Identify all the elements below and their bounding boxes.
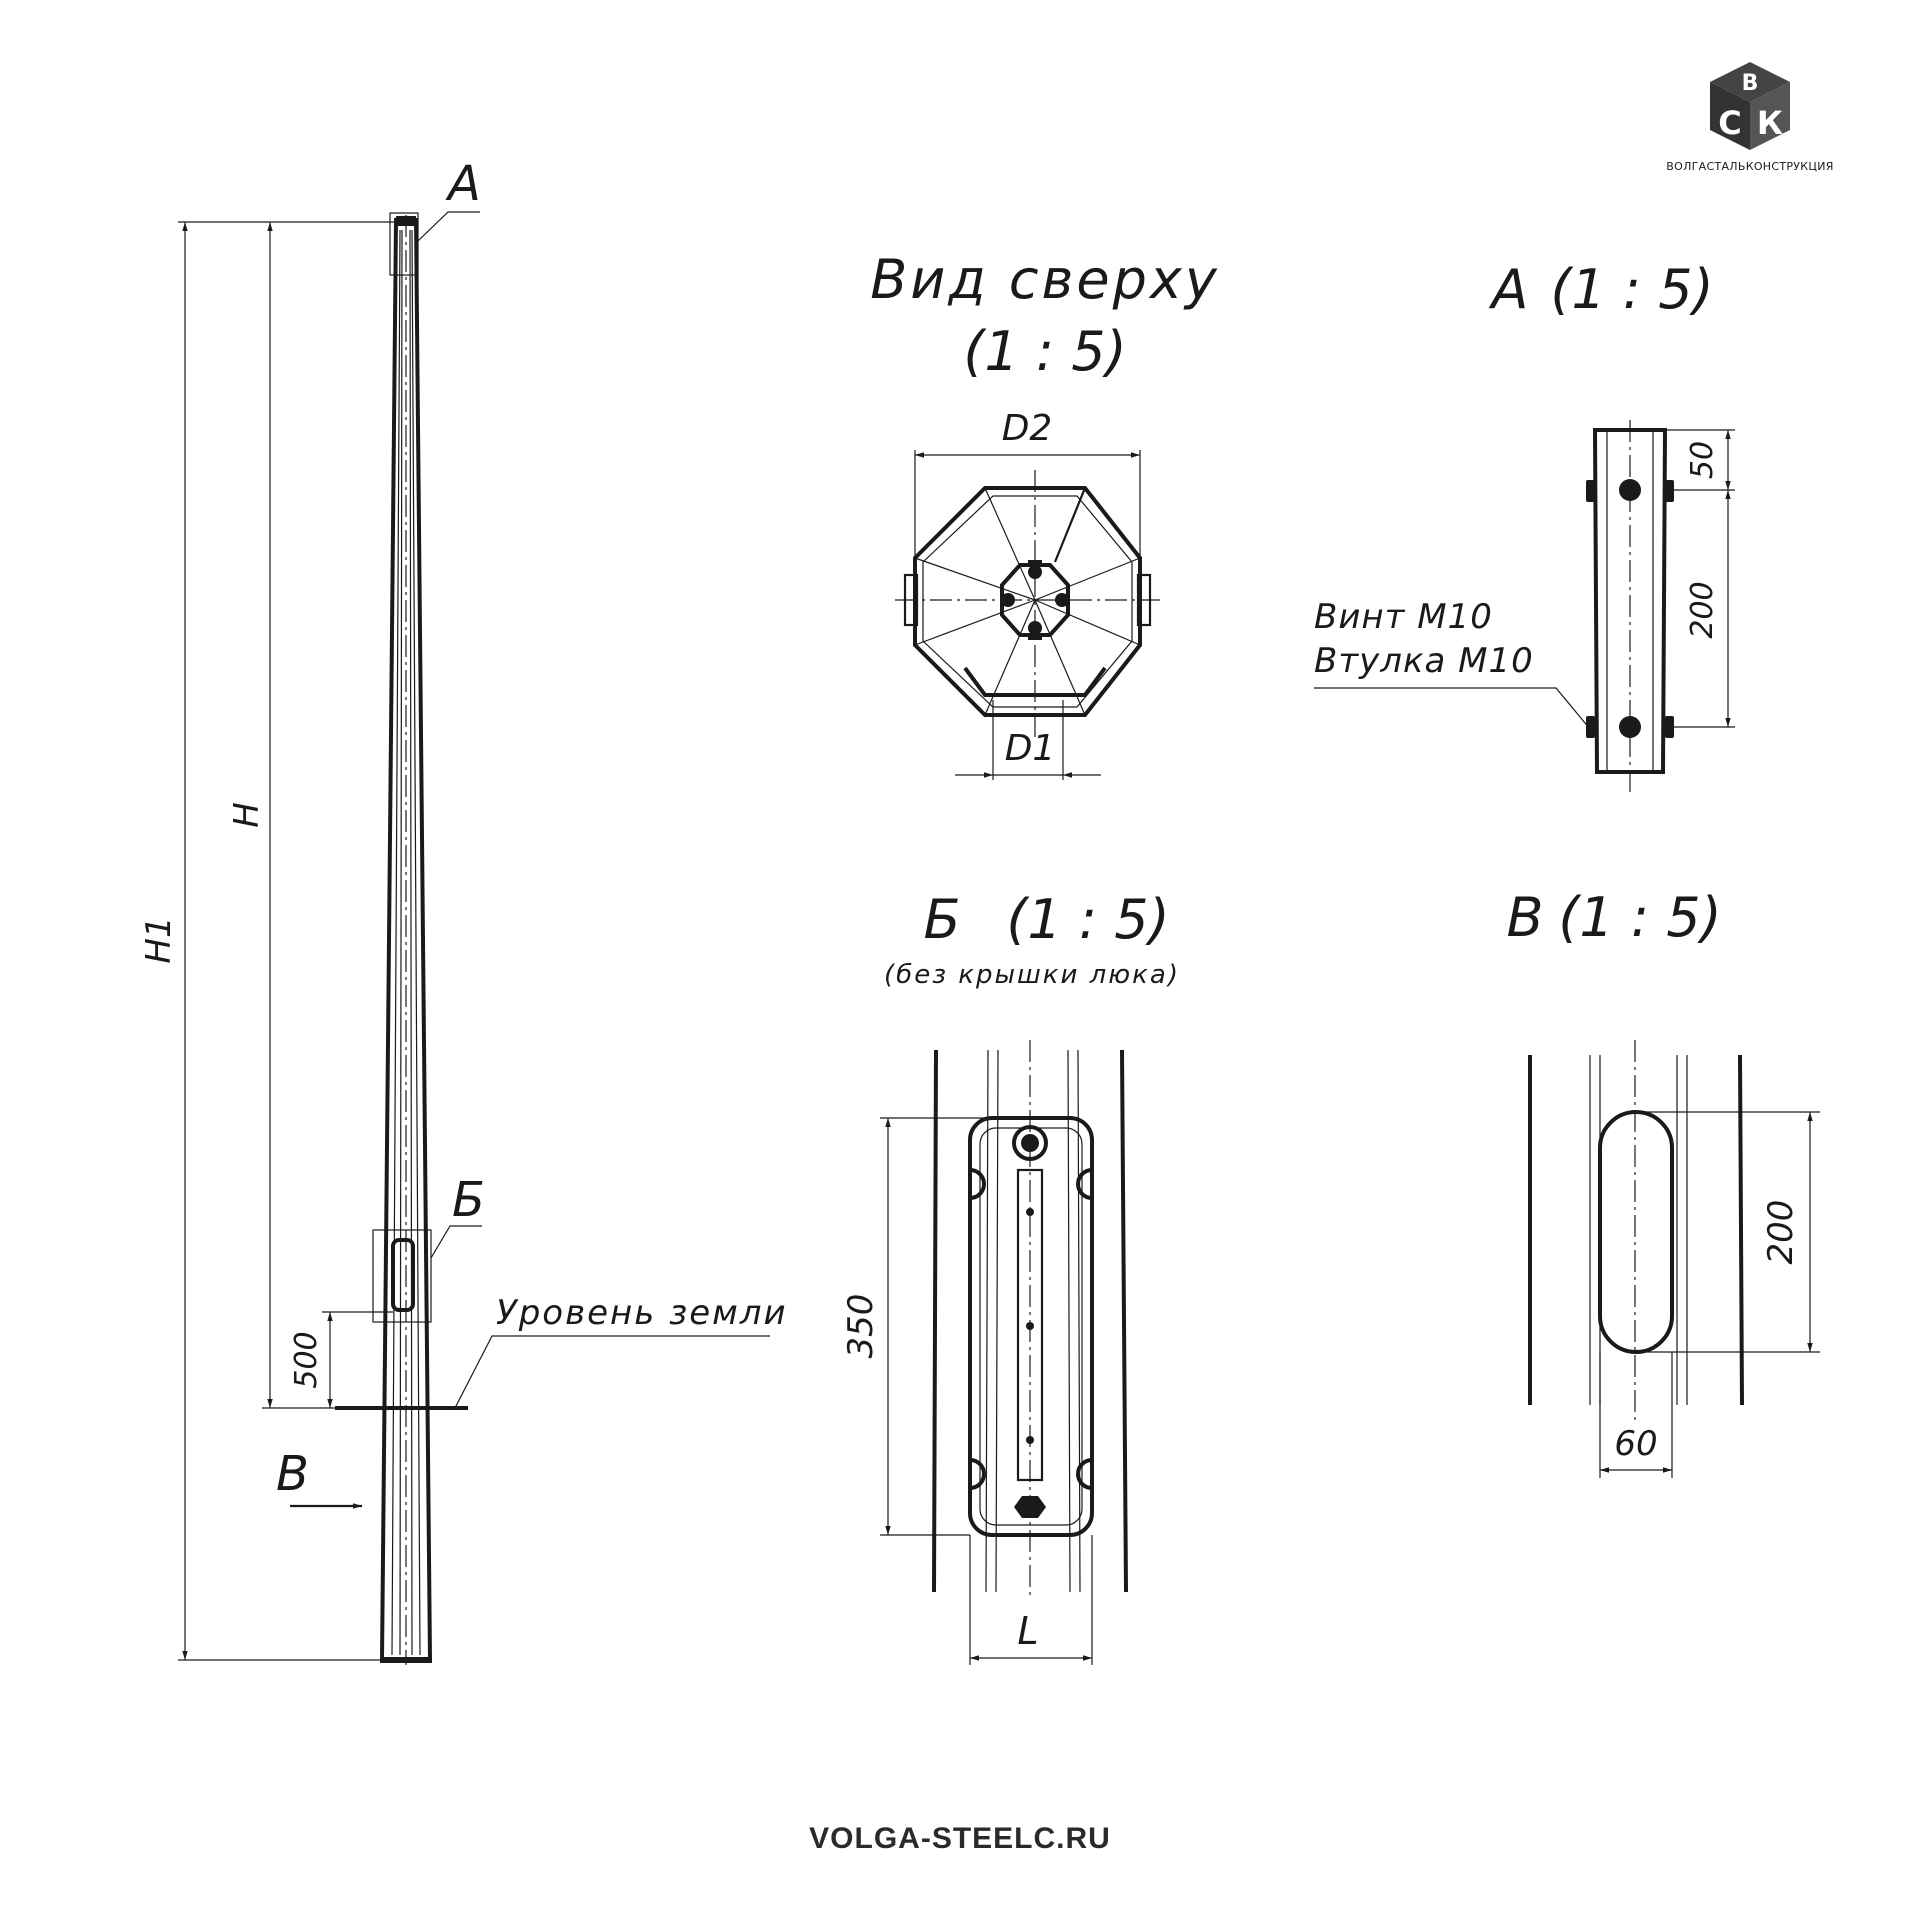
detail-v: В (1 : 5) 200 60 [1506, 886, 1820, 1478]
bolt-lower [1619, 716, 1641, 738]
dim-350-label: 350 [841, 1294, 881, 1359]
dim-50-label: 50 [1685, 441, 1720, 479]
detail-a: А (1 : 5) 50 200 Винт М10 Втулка М10 [1314, 258, 1735, 795]
dim-h1-label: H1 [139, 916, 179, 963]
opening-oval [1598, 1110, 1674, 1354]
dim-200-a-label: 200 [1685, 581, 1720, 638]
detail-b-frame [372, 1229, 432, 1323]
dim-60-label: 60 [1614, 1424, 1657, 1464]
detail-v-scale: (1 : 5) [1558, 886, 1721, 949]
dim-l-label: L [1017, 1609, 1038, 1653]
detail-v-title: В [1506, 886, 1543, 949]
detail-b: Б (1 : 5) (без крышки люка) 350 [841, 888, 1180, 1665]
detail-a-frame [389, 212, 419, 276]
dim-500-label: 500 [289, 1331, 324, 1388]
logo-letter-s: С [1718, 104, 1741, 142]
hatch-opening [391, 1238, 415, 1312]
dim-d1-label: D1 [1005, 728, 1056, 769]
company-logo: В С К [1710, 62, 1790, 150]
detail-a-title: А [1489, 258, 1529, 321]
top-view-scale: (1 : 5) [963, 320, 1126, 383]
note-bushing: Втулка М10 [1314, 641, 1534, 681]
earth-bar [1016, 1168, 1044, 1482]
callout-b-label: Б [452, 1172, 485, 1228]
callout-v-label: В [276, 1446, 309, 1502]
note-screw: Винт М10 [1314, 597, 1493, 637]
detail-a-tube [1592, 428, 1668, 774]
dim-d2-label: D2 [1002, 408, 1053, 449]
ground-level-label: Уровень земли [496, 1293, 788, 1333]
site-url[interactable]: VOLGA-STEELC.RU [809, 1822, 1111, 1855]
detail-b-title: Б [923, 888, 960, 951]
top-view-title: Вид сверху [870, 248, 1220, 311]
detail-b-scale: (1 : 5) [1006, 888, 1169, 951]
dim-200-v-label: 200 [1761, 1200, 1801, 1265]
callout-a-label: А [445, 156, 481, 212]
top-view: Вид сверху (1 : 5) D2 [870, 248, 1220, 780]
logo-caption: ВОЛГАСТАЛЬКОНСТРУКЦИЯ [1666, 160, 1834, 173]
hatch-frame [968, 1116, 1094, 1537]
bolt-upper [1619, 479, 1641, 501]
detail-b-subtitle: (без крышки люка) [884, 960, 1180, 990]
pole-elevation: H1 H 500 А Б В Уровень земли [139, 156, 788, 1665]
octagon-outline [913, 486, 1142, 717]
logo-letter-v: В [1742, 71, 1759, 96]
dim-h-label: H [227, 802, 267, 828]
logo-letter-k: К [1757, 104, 1783, 142]
detail-a-scale: (1 : 5) [1550, 258, 1713, 321]
